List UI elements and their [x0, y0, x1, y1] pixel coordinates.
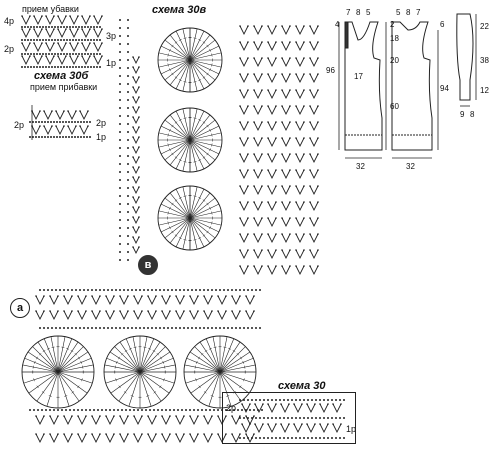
back-mark-1: 2 — [390, 20, 395, 29]
back-width: 32 — [406, 162, 415, 171]
sleeve-mark-1: 22 — [480, 22, 489, 31]
scheme-30v-shell-fans — [157, 27, 223, 251]
front-left-num: 4 — [335, 20, 340, 29]
increase-stitch-chart — [29, 105, 91, 140]
back-top-2: 8 — [406, 8, 411, 17]
badge-a: а — [10, 298, 30, 318]
scheme-30v-stitch-grid — [119, 19, 319, 276]
back-mark-2: 18 — [390, 34, 399, 43]
row-label-2-b-right: 2р — [96, 118, 107, 128]
row-label-1-b: 1р — [96, 132, 107, 142]
row-label-3: 3р — [106, 31, 117, 41]
back-top-3: 7 — [416, 8, 421, 17]
front-top-3: 5 — [366, 8, 371, 17]
scheme-30-title: схема 30 — [278, 380, 326, 392]
scheme-30-stitch-chart — [239, 399, 345, 439]
badge-v: в — [138, 255, 158, 275]
front-top-2: 8 — [356, 8, 361, 17]
front-height: 96 — [326, 66, 335, 75]
row-label-1-s30: 1р — [346, 424, 357, 434]
front-width: 32 — [356, 162, 365, 171]
scheme-30-frame — [222, 392, 356, 444]
row-label-2-s30: 2р — [226, 403, 237, 413]
scheme-30b-title: схема 30б — [34, 70, 89, 82]
increase-title: прием прибавки — [30, 82, 98, 92]
row-label-4: 4р — [4, 16, 15, 26]
decrease-stitch-chart — [21, 15, 103, 68]
sleeve-bottom-1: 9 — [460, 110, 465, 119]
front-top-1: 7 — [346, 8, 351, 17]
front-pattern-piece — [344, 21, 383, 151]
dimension-lines — [338, 14, 477, 159]
sleeve-mark-3: 12 — [480, 86, 489, 95]
scheme-30v-title: схема 30в — [152, 4, 207, 16]
row-label-1: 1р — [106, 58, 117, 68]
back-height: 94 — [440, 84, 449, 93]
back-right-num: 6 — [440, 20, 445, 29]
back-pattern-piece — [391, 21, 433, 151]
front-mid: 17 — [354, 72, 363, 81]
back-mark-3: 20 — [390, 56, 399, 65]
scheme-a-shell-fans — [21, 335, 257, 409]
sleeve-pattern-piece — [456, 13, 474, 101]
sleeve-mark-2: 38 — [480, 56, 489, 65]
back-mark-4: 60 — [390, 102, 399, 111]
back-top-1: 5 — [396, 8, 401, 17]
decrease-title: прием убавки — [22, 4, 79, 14]
row-label-2: 2р — [4, 44, 15, 54]
row-label-2-b: 2р — [14, 120, 25, 130]
sleeve-bottom-2: 8 — [470, 110, 475, 119]
